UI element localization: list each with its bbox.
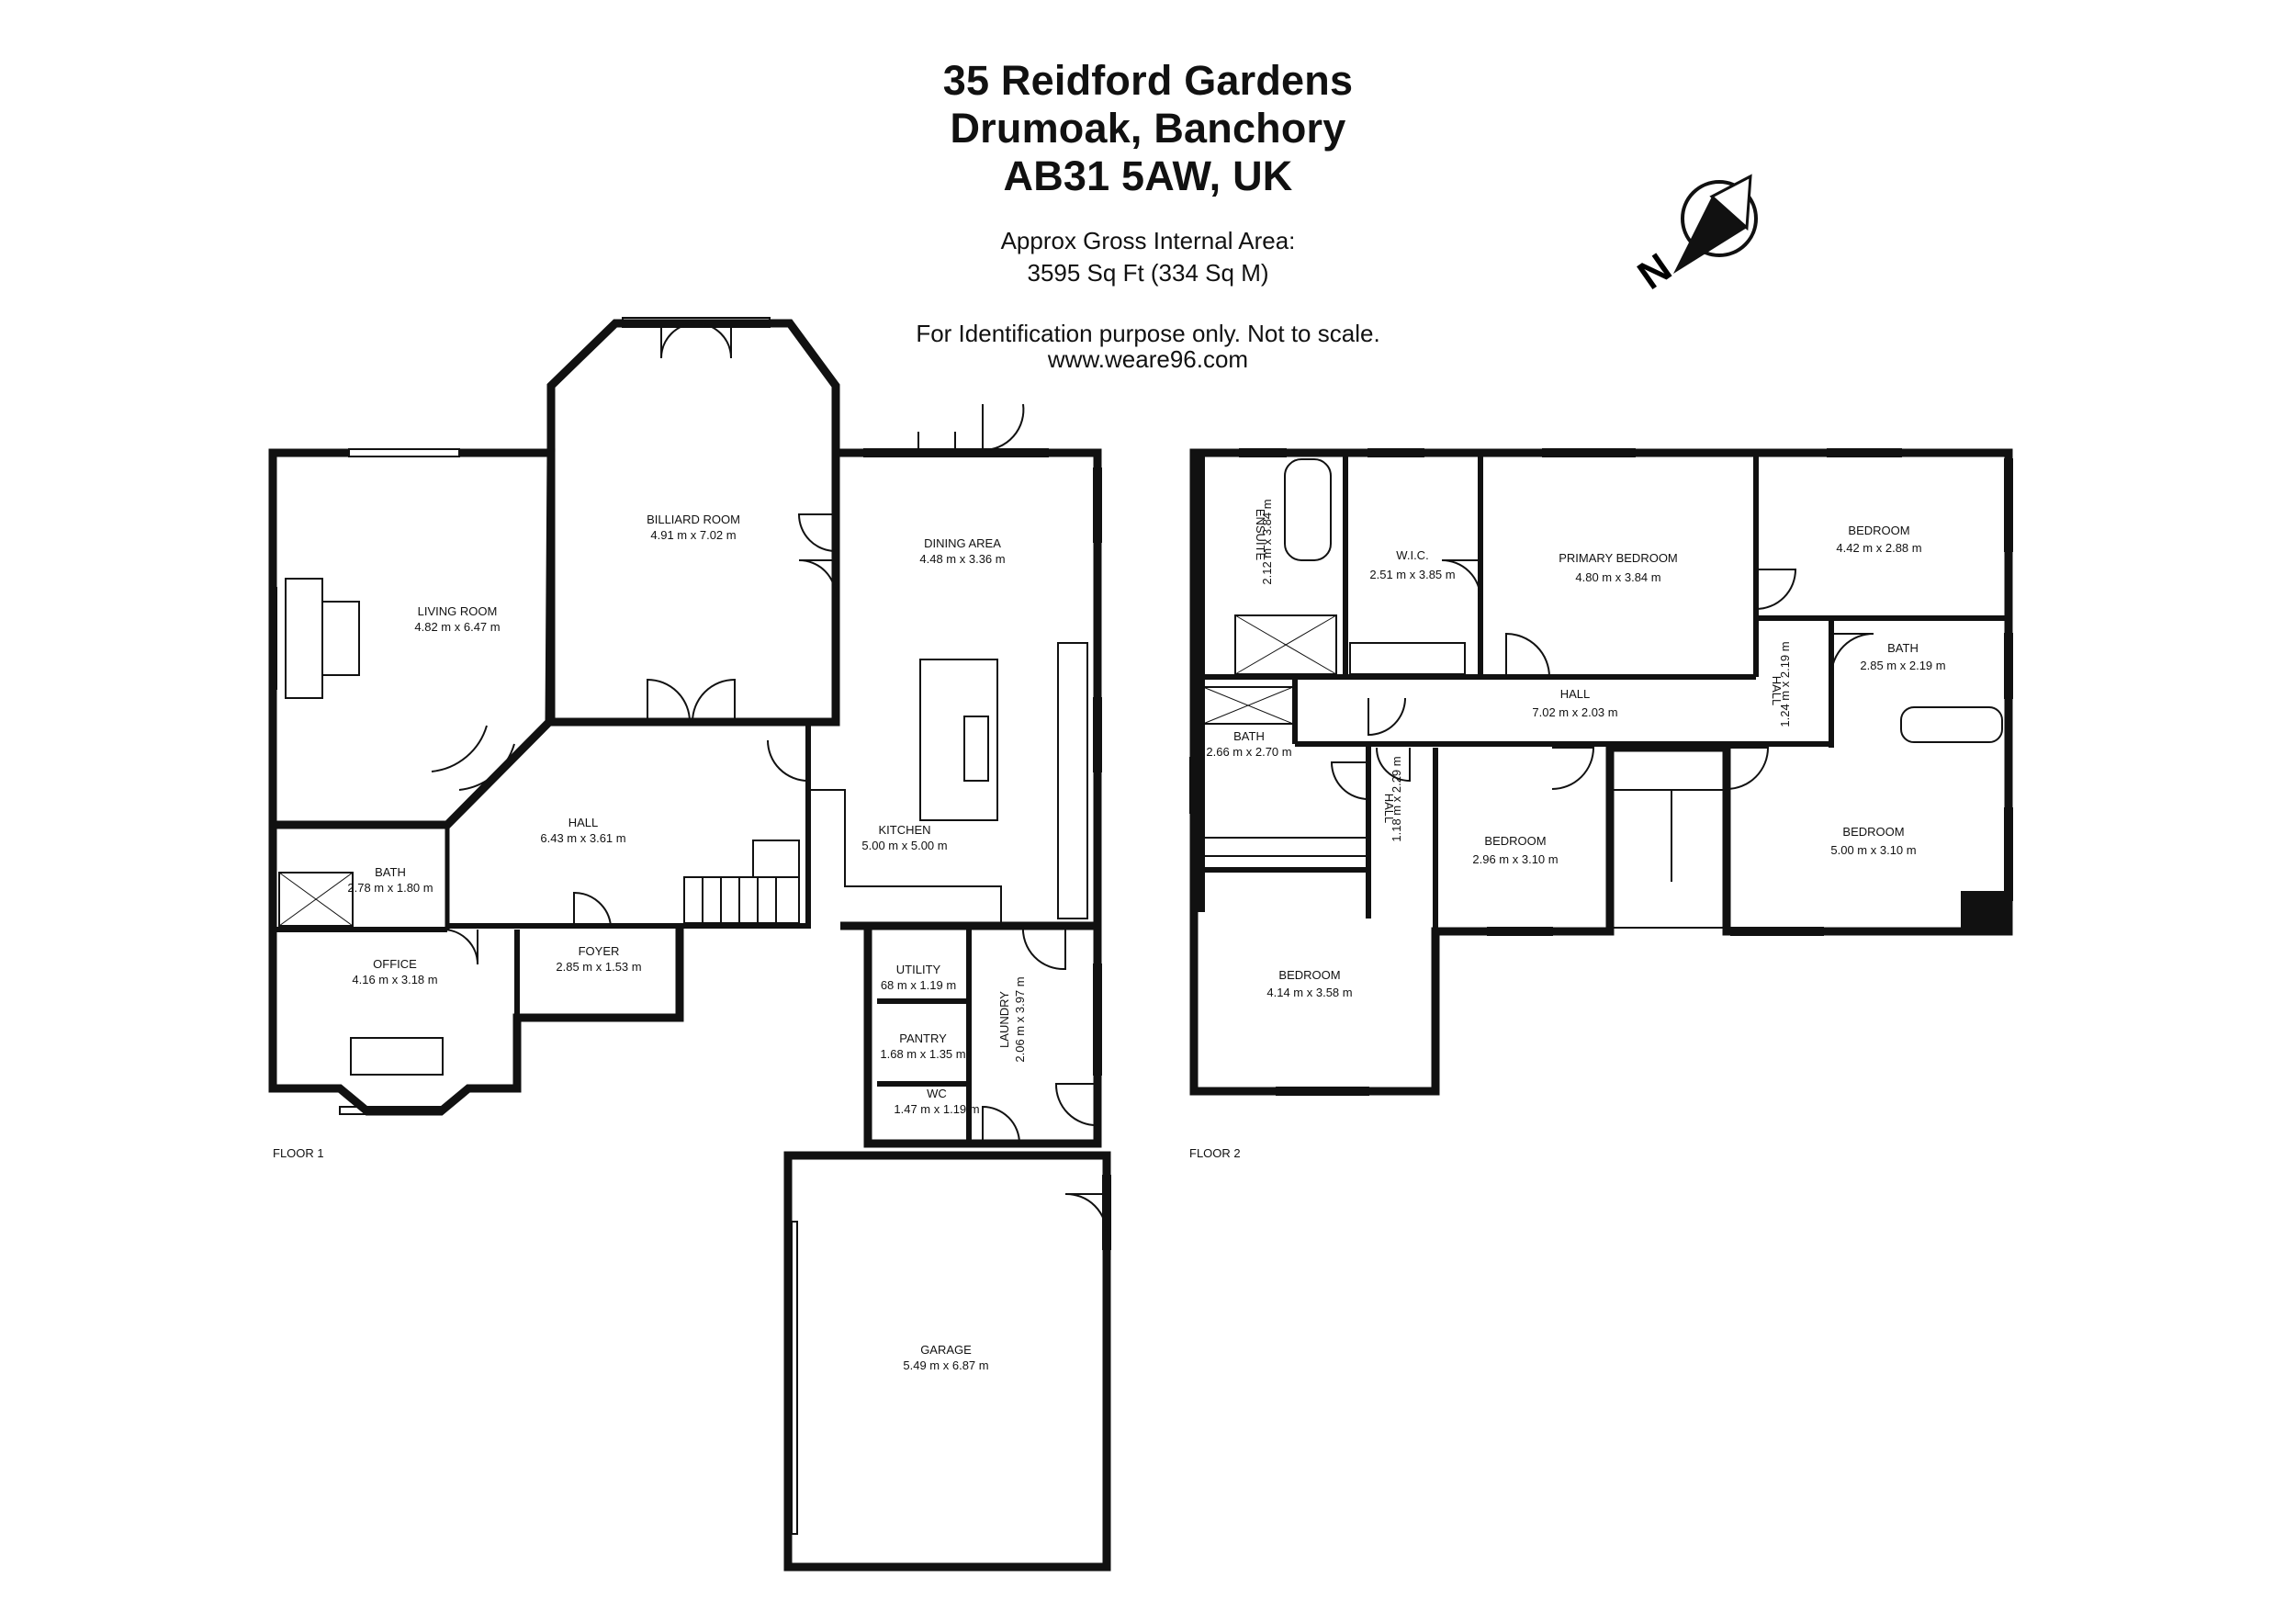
room-dimensions: 4.91 m x 7.02 m — [650, 528, 736, 542]
room-name: BEDROOM — [1278, 968, 1340, 982]
room-name: DINING AREA — [924, 536, 1001, 550]
room-dimensions: 4.14 m x 3.58 m — [1266, 986, 1352, 999]
room-dimensions: 4.48 m x 3.36 m — [919, 552, 1005, 566]
room-name: GARAGE — [920, 1343, 972, 1357]
room-dimensions: 4.80 m x 3.84 m — [1575, 570, 1660, 584]
room-dimensions: 2.06 m x 3.97 m — [1013, 976, 1027, 1062]
room-dimensions: 5.00 m x 3.10 m — [1830, 843, 1916, 857]
room-name: LAUNDRY — [997, 991, 1011, 1048]
room-dimensions: 4.16 m x 3.18 m — [352, 973, 437, 986]
room-dimensions: 2.12 m x 3.84 m — [1260, 499, 1274, 584]
room-dimensions: 5.49 m x 6.87 m — [903, 1358, 988, 1372]
room-dimensions: 2.96 m x 3.10 m — [1472, 852, 1558, 866]
room-name: BEDROOM — [1848, 524, 1909, 537]
room-name: BILLIARD ROOM — [647, 513, 740, 526]
room-dimensions: 2.51 m x 3.85 m — [1369, 568, 1455, 581]
room-dimensions: 4.82 m x 6.47 m — [414, 620, 500, 634]
room-name: KITCHEN — [878, 823, 930, 837]
room-dimensions: 68 m x 1.19 m — [881, 978, 956, 992]
floor-2-plan — [1189, 448, 2013, 1096]
room-dimensions: 2.85 m x 2.19 m — [1860, 659, 1945, 672]
floor-2-label: FLOOR 2 — [1189, 1146, 1241, 1160]
room-name: BEDROOM — [1484, 834, 1546, 848]
room-dimensions: 4.42 m x 2.88 m — [1836, 541, 1921, 555]
room-name: BATH — [375, 865, 406, 879]
room-name: HALL — [568, 816, 599, 829]
north-arrow-icon: N — [1630, 174, 1758, 299]
room-name: PRIMARY BEDROOM — [1559, 551, 1678, 565]
room-name: UTILITY — [896, 963, 941, 976]
disclaimer: For Identification purpose only. Not to … — [916, 320, 1380, 347]
room-name: LIVING ROOM — [418, 604, 498, 618]
room-dimensions: 1.47 m x 1.19 m — [894, 1102, 979, 1116]
room-name: PANTRY — [899, 1031, 947, 1045]
room-name: HALL — [1382, 794, 1396, 824]
room-name: FOYER — [579, 944, 620, 958]
room-name: BATH — [1233, 729, 1265, 743]
room-name: HALL — [1560, 687, 1591, 701]
room-name: HALL — [1770, 676, 1784, 706]
room-name: WC — [927, 1087, 947, 1100]
room-dimensions: 2.66 m x 2.70 m — [1206, 745, 1291, 759]
room-name: ENSUITE — [1254, 509, 1267, 561]
room-name: BATH — [1887, 641, 1919, 655]
room-dimensions: 1.24 m x 2.19 m — [1778, 641, 1792, 727]
room-dimensions: 1.68 m x 1.35 m — [880, 1047, 965, 1061]
room-dimensions: 1.18 m x 2.29 m — [1390, 756, 1403, 841]
website: www.weare96.com — [1047, 345, 1249, 373]
room-name: BEDROOM — [1842, 825, 1904, 839]
floor-1-plan — [268, 317, 1111, 1572]
room-dimensions: 5.00 m x 5.00 m — [861, 839, 947, 852]
address-line-2: Drumoak, Banchory — [950, 105, 1346, 152]
room-dimensions: 2.78 m x 1.80 m — [347, 881, 433, 895]
room-name: W.I.C. — [1396, 548, 1428, 562]
area-label: Approx Gross Internal Area: — [1000, 227, 1296, 254]
room-dimensions: 7.02 m x 2.03 m — [1532, 705, 1617, 719]
floor-1-label: FLOOR 1 — [273, 1146, 324, 1160]
compass-n-label: N — [1630, 245, 1680, 299]
area-value: 3595 Sq Ft (334 Sq M) — [1027, 259, 1269, 287]
room-dimensions: 2.85 m x 1.53 m — [556, 960, 641, 974]
address-line-1: 35 Reidford Gardens — [942, 57, 1354, 104]
address-line-3: AB31 5AW, UK — [1003, 152, 1293, 199]
room-dimensions: 6.43 m x 3.61 m — [540, 831, 625, 845]
room-name: OFFICE — [373, 957, 417, 971]
